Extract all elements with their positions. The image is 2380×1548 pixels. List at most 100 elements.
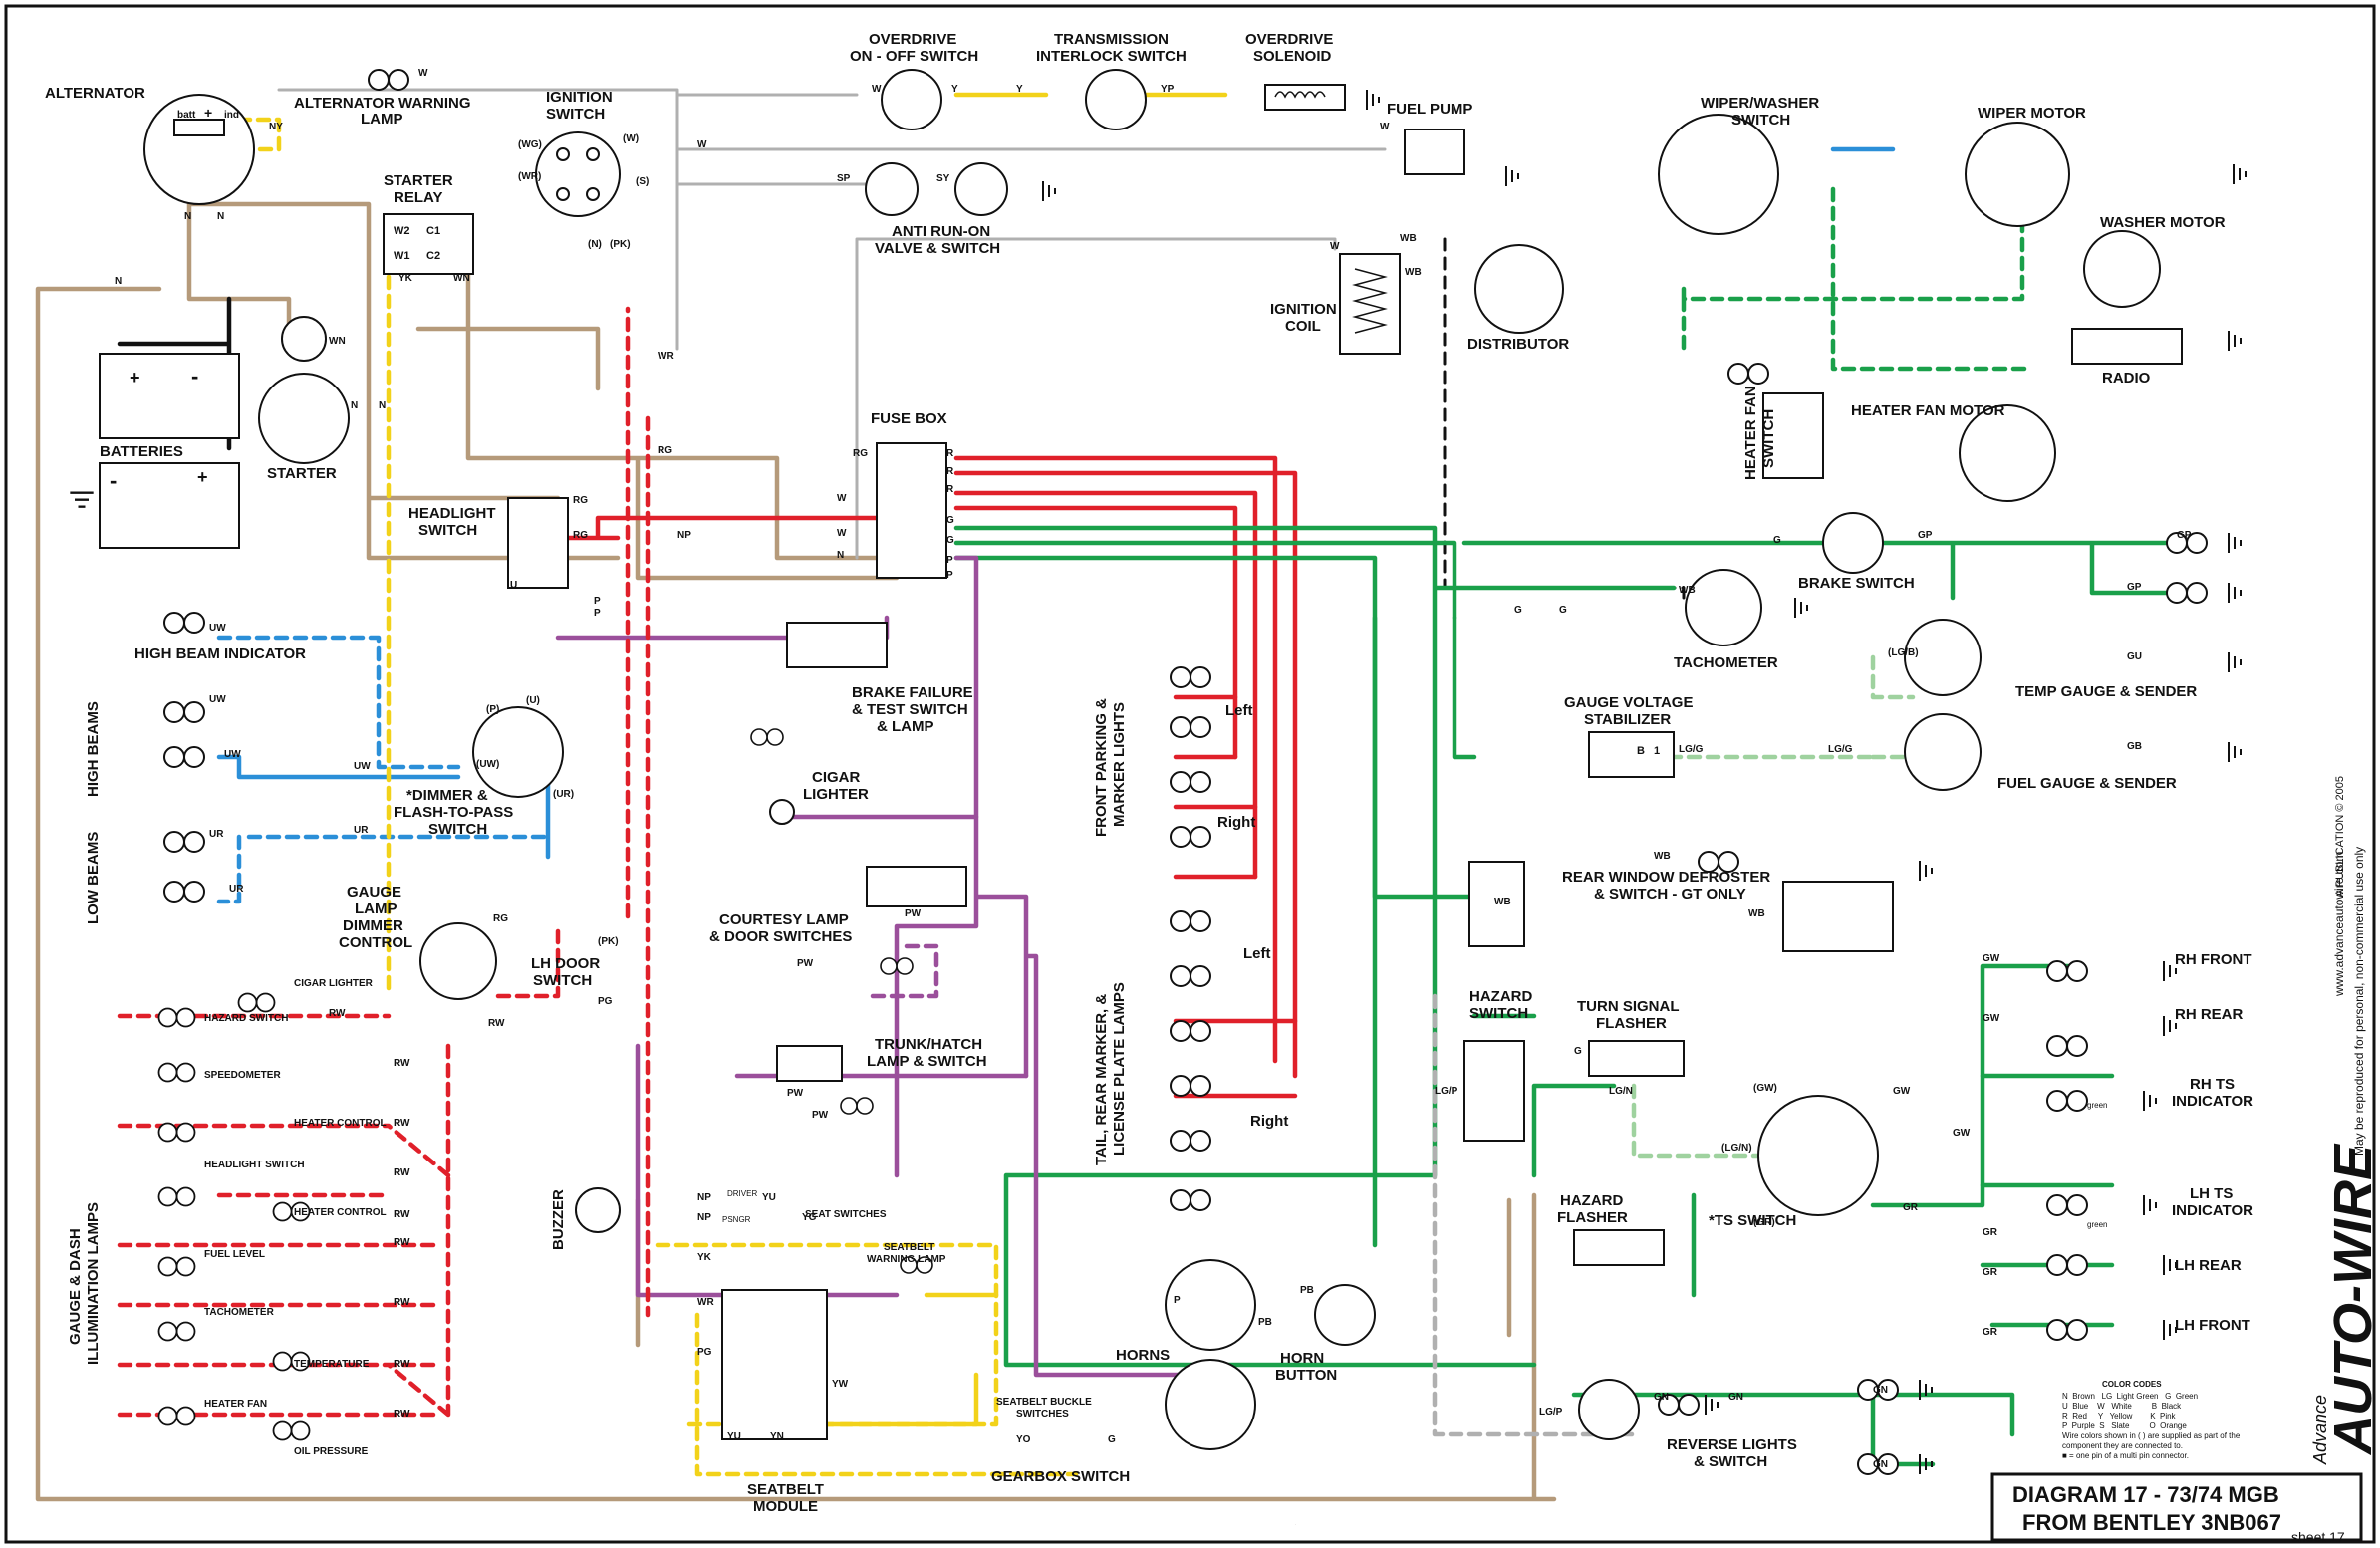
ts-flasher-label-1: TURN SIGNAL	[1577, 998, 1680, 1015]
starter-solenoid	[281, 316, 327, 362]
wire-wb	[1443, 237, 1686, 600]
heater-fan-motor-label: HEATER FAN MOTOR	[1851, 402, 2005, 419]
svg-text:YW: YW	[832, 1379, 849, 1390]
starter-body	[258, 373, 350, 464]
fuel-gauge-body	[1904, 713, 1982, 791]
svg-text:N: N	[351, 400, 358, 411]
title-line-1: DIAGRAM 17 - 73/74 MGB	[2012, 1482, 2279, 1507]
brand-notice: May be reproduced for personal, non-comm…	[2352, 847, 2366, 1156]
brake-failure-label-2: & TEST SWITCH	[852, 701, 968, 718]
fuel-pump-label: FUEL PUMP	[1387, 101, 1472, 118]
svg-text:(WR): (WR)	[518, 171, 541, 182]
trunk-label-2: LAMP & SWITCH	[867, 1053, 987, 1070]
coil-label-1: IGNITION	[1270, 301, 1337, 318]
wire-blue-lb	[216, 834, 551, 904]
svg-text:+: +	[130, 368, 140, 387]
svg-text:WB: WB	[1400, 233, 1417, 244]
svg-text:(P): (P)	[486, 704, 499, 715]
overdrive-switch-body	[881, 69, 942, 130]
coil-label-2: COIL	[1285, 318, 1321, 335]
defroster-label-1: REAR WINDOW DEFROSTER	[1562, 869, 1770, 886]
front-left-label: Left	[1225, 702, 1253, 719]
fuel-pump-body	[1404, 129, 1465, 175]
svg-text:G: G	[1773, 535, 1781, 546]
svg-text:-: -	[191, 364, 198, 388]
wire-green-wiper	[1681, 156, 2035, 372]
svg-text:W2: W2	[394, 225, 410, 237]
green-label-2: green	[2087, 1220, 2107, 1229]
batteries-label: BATTERIES	[100, 443, 183, 460]
battery-1	[99, 353, 240, 439]
svg-text:GR: GR	[1983, 1227, 1998, 1238]
svg-text:LG/N: LG/N	[1609, 1086, 1633, 1097]
svg-text:batt: batt	[177, 110, 196, 121]
front-parking-label-2: MARKER LIGHTS	[1111, 702, 1128, 827]
svg-text:RW: RW	[488, 1018, 505, 1029]
brand-url: www.advanceautowire.com	[2332, 852, 2346, 997]
wire-red-lamps	[1173, 694, 1298, 1099]
dimmer-switch-body	[472, 706, 564, 798]
dimmer-label-3: SWITCH	[428, 821, 487, 838]
svg-text:C1: C1	[426, 225, 440, 237]
wire-white-coil	[855, 237, 1337, 560]
dash-lamp-2: HAZARD SWITCH	[204, 1013, 288, 1024]
hazard-switch-label-2: SWITCH	[1469, 1005, 1528, 1022]
svg-text:G: G	[1574, 1046, 1582, 1057]
svg-text:GB: GB	[2127, 741, 2142, 752]
svg-text:RW: RW	[329, 1008, 346, 1019]
svg-text:R: R	[946, 466, 954, 477]
horn-button-body	[1314, 1284, 1376, 1346]
svg-text:P: P	[946, 570, 953, 581]
hazard-flasher-body	[1573, 1229, 1665, 1266]
seatbelt-warning-label-2: WARNING LAMP	[867, 1254, 946, 1265]
psngr-label: PSNGR	[722, 1215, 751, 1224]
svg-text:WB: WB	[1748, 908, 1765, 919]
svg-text:RG: RG	[573, 495, 588, 506]
svg-text:NY: NY	[269, 122, 283, 132]
wiper-motor-label: WIPER MOTOR	[1978, 105, 2086, 122]
defroster-switch-body	[1468, 861, 1525, 947]
dimmer-label-1: *DIMMER &	[406, 787, 488, 804]
svg-text:SP: SP	[837, 173, 851, 184]
horn-2	[1165, 1359, 1256, 1450]
wire-green-reverse	[1571, 1392, 2015, 1467]
gauge-lamp-dimmer-label-3: DIMMER	[343, 917, 403, 934]
svg-text:RG: RG	[853, 448, 868, 459]
reverse-switch-body	[1578, 1379, 1640, 1440]
svg-text:N: N	[379, 400, 386, 411]
svg-text:P: P	[594, 608, 601, 619]
dash-lamp-7: FUEL LEVEL	[204, 1249, 265, 1260]
svg-text:GR: GR	[1903, 1202, 1919, 1213]
svg-text:UR: UR	[354, 825, 369, 836]
radio-label: RADIO	[2102, 370, 2151, 387]
svg-text:Y: Y	[1016, 84, 1023, 95]
voltage-stabilizer-body	[1588, 731, 1675, 778]
svg-text:W: W	[697, 139, 707, 150]
svg-text:+: +	[204, 105, 212, 121]
heater-fan-switch-label-1: HEATER FAN	[1742, 386, 1759, 480]
wiper-switch-label-1: WIPER/WASHER	[1701, 95, 1819, 112]
svg-text:W: W	[418, 68, 428, 79]
headlight-switch-label-2: SWITCH	[418, 522, 477, 539]
rh-rear-label: RH REAR	[2175, 1006, 2244, 1023]
svg-text:RW: RW	[394, 1058, 410, 1069]
svg-text:RW: RW	[394, 1297, 410, 1308]
wire-green-gauge	[1372, 615, 1487, 900]
rh-front-label: RH FRONT	[2175, 951, 2252, 968]
svg-text:N: N	[184, 211, 191, 222]
brake-failure-label-1: BRAKE FAILURE	[852, 684, 973, 701]
svg-text:GN: GN	[1873, 1385, 1888, 1396]
svg-text:YN: YN	[770, 1431, 784, 1442]
brake-switch-body	[1822, 512, 1884, 574]
wire-codes: NY W N N N W Y Y YP W (WG) (WR) (N) (PK)…	[115, 68, 2192, 1470]
terminal-tags: W2 C1 W1 C2 batt ind + + - - + B 1	[110, 105, 1660, 757]
title-line-2: FROM BENTLEY 3NB067	[2022, 1510, 2281, 1535]
svg-text:GP: GP	[2127, 582, 2142, 593]
wire-green-fuse	[953, 525, 1677, 1368]
cigar-lighter-body	[769, 799, 795, 825]
svg-text:(PK): (PK)	[598, 936, 619, 947]
brand-copyright: A PUBLICATION © 2005	[2334, 776, 2346, 897]
high-beams-label: HIGH BEAMS	[85, 701, 102, 797]
turn-signal-flasher-body	[1588, 1040, 1685, 1077]
wire-brown-main	[35, 286, 1557, 1502]
